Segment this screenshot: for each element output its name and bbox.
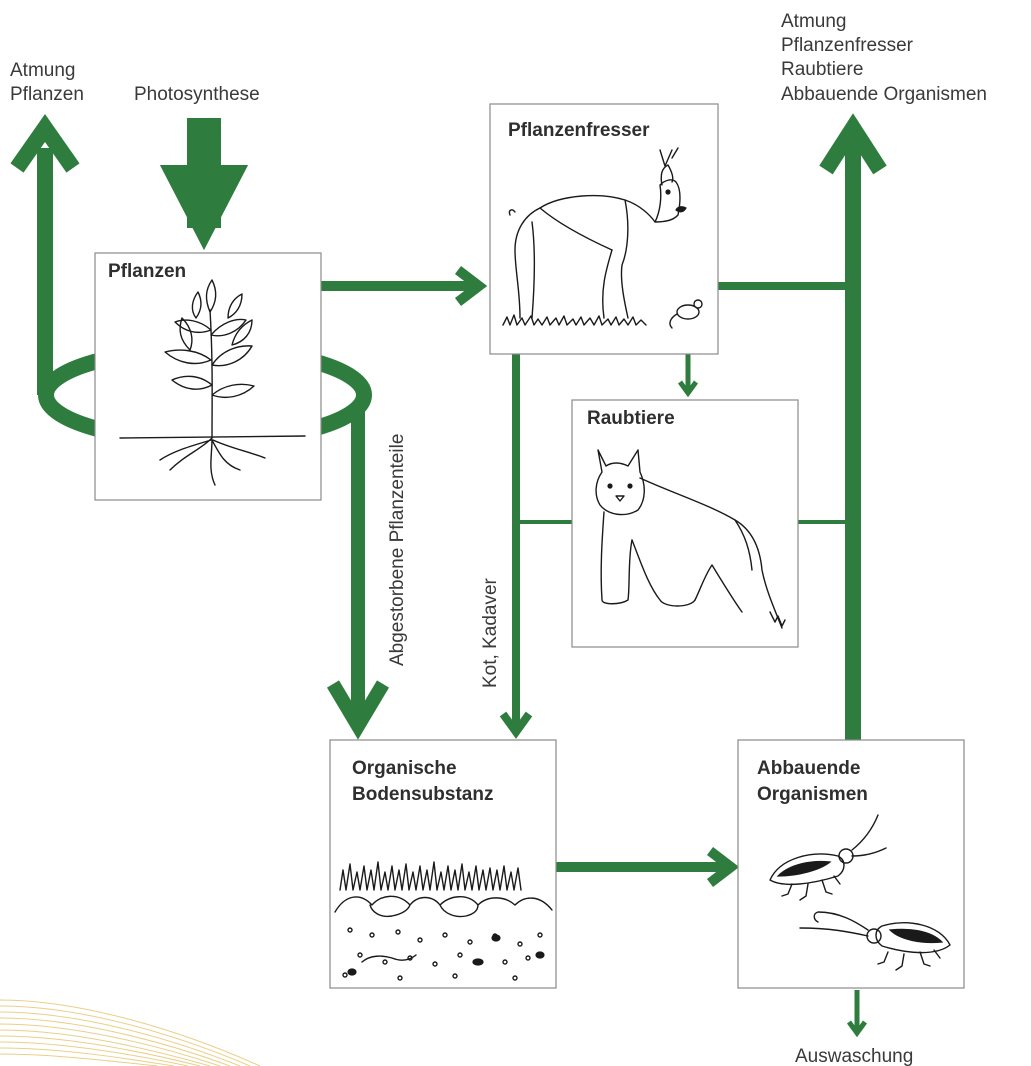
plants-to-herbivores-arrow xyxy=(321,270,479,302)
herbivores-box-title: Pflanzenfresser xyxy=(508,120,650,141)
respiration-plants-label: Atmung Pflanzen xyxy=(10,60,84,105)
soil-box: Organische Bodensubstanz xyxy=(330,740,556,988)
photosynthesis-label: Photosynthese xyxy=(134,84,260,105)
photosynthesis-arrow xyxy=(160,118,248,250)
plants-box: Pflanzen xyxy=(95,253,321,500)
predators-box-title: Raubtiere xyxy=(587,408,675,429)
leaching-arrow xyxy=(849,990,865,1033)
herbivores-box: Pflanzenfresser xyxy=(490,104,718,354)
corner-decoration xyxy=(0,1000,260,1066)
dead-plant-parts-label: Abgestorbene Pflanzenteile xyxy=(387,434,408,666)
feces-carcass-label: Kot, Kadaver xyxy=(480,577,501,688)
respiration-others-label: Atmung Pflanzenfresser Raubtiere Abbauen… xyxy=(781,11,987,105)
decomposers-box: Abbauende Organismen xyxy=(738,740,964,988)
plants-box-title: Pflanzen xyxy=(108,261,186,282)
dead-plant-parts-arrow xyxy=(333,410,383,726)
leaching-label: Auswaschung xyxy=(795,1046,913,1066)
feces-carcass-arrow xyxy=(503,354,572,732)
herbivores-to-predators-arrow xyxy=(680,354,696,393)
predators-box: Raubtiere xyxy=(572,400,798,647)
soil-to-decomposers-arrow xyxy=(556,851,731,883)
